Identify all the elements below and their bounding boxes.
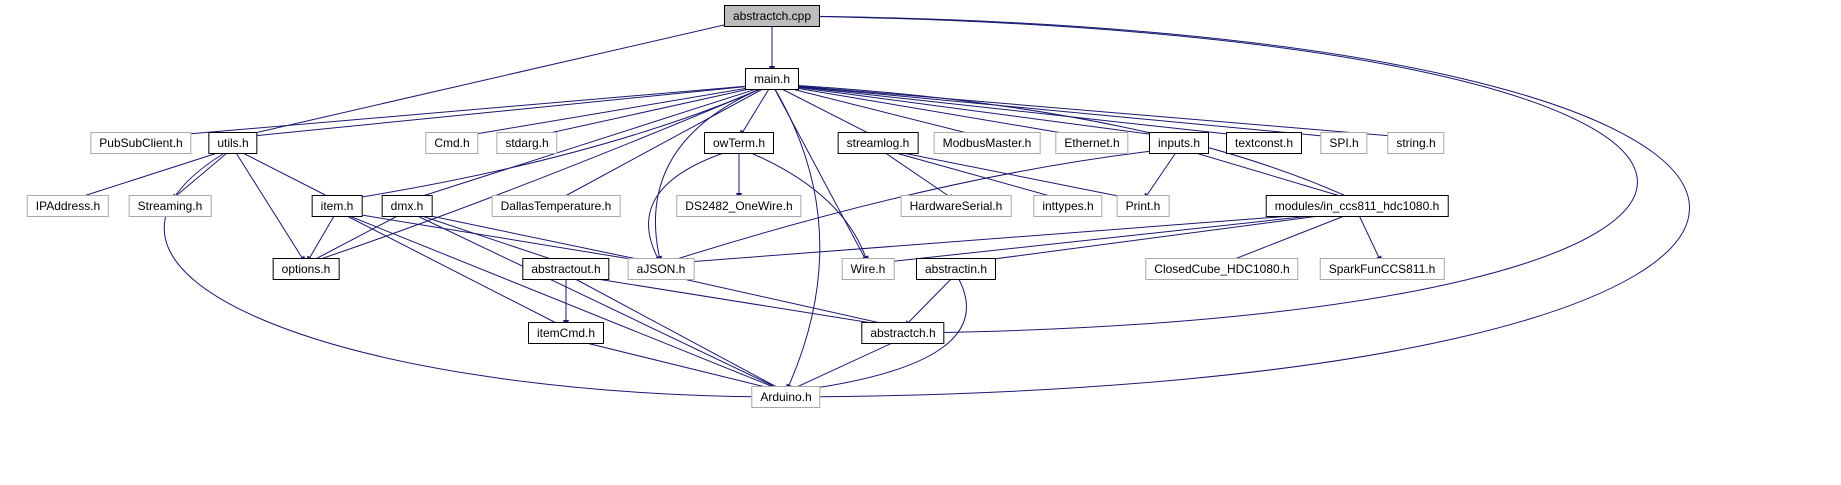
edge-main_h-to-string_h xyxy=(771,83,1417,141)
graph-node-owterm_h[interactable]: owTerm.h xyxy=(703,132,775,154)
graph-node-abstractout_h[interactable]: abstractout.h xyxy=(522,258,610,280)
edge-dmx_h-to-arduino_h xyxy=(406,210,787,393)
graph-node-pubsubclient_h: PubSubClient.h xyxy=(90,132,192,154)
edge-modules_in_ccs811_hdc1080_h-to-wire_h xyxy=(867,210,1358,267)
edge-owterm_h-to-ajson_h xyxy=(648,147,740,265)
graph-node-textconst_h[interactable]: textconst.h xyxy=(1225,132,1303,154)
graph-node-inputs_h[interactable]: inputs.h xyxy=(1148,132,1210,154)
graph-node-abstractch_cpp: abstractch.cpp xyxy=(723,5,821,27)
edge-main_h-to-ajson_h xyxy=(654,83,773,265)
edge-owterm_h-to-wire_h xyxy=(738,147,869,265)
graph-node-hardwareserial_h: HardwareSerial.h xyxy=(900,195,1012,217)
graph-node-utils_h[interactable]: utils.h xyxy=(208,132,258,154)
edge-main_h-to-utils_h xyxy=(232,83,773,141)
edge-dmx_h-to-options_h xyxy=(305,210,408,265)
edge-main_h-to-stdarg_h xyxy=(526,83,773,140)
edge-utils_h-to-streaming_h xyxy=(169,147,234,202)
edge-dmx_h-to-ajson_h xyxy=(406,210,662,266)
edge-itemcmd_h-to-arduino_h xyxy=(565,337,787,394)
edge-abstractch_cpp-to-abstractch_h xyxy=(780,15,1638,336)
graph-node-options_h[interactable]: options.h xyxy=(272,258,340,280)
graph-node-closedcube_hdc1080_h: ClosedCube_HDC1080.h xyxy=(1145,258,1299,280)
edge-item_h-to-itemcmd_h xyxy=(336,210,567,329)
edge-main_h-to-options_h xyxy=(305,83,773,265)
edge-main_h-to-dallastemperature_h xyxy=(555,83,773,202)
edge-main_h-to-streamlog_h xyxy=(771,83,879,139)
graph-node-abstractch_h[interactable]: abstractch.h xyxy=(861,322,945,344)
graph-node-item_h[interactable]: item.h xyxy=(311,195,363,217)
edge-abstractch_cpp-to-arduino_h xyxy=(780,15,1690,400)
edge-main_h-to-dmx_h xyxy=(406,83,773,202)
graph-node-wire_h: Wire.h xyxy=(841,258,895,280)
graph-node-sparkfunccs811_h: SparkFunCCS811.h xyxy=(1319,258,1445,280)
graph-node-modbusmaster_h: ModbusMaster.h xyxy=(933,132,1041,154)
graph-node-ds2482_onewire_h: DS2482_OneWire.h xyxy=(676,195,802,217)
edge-main_h-to-pubsubclient_h xyxy=(140,83,773,141)
graph-node-spi_h: SPI.h xyxy=(1320,132,1368,154)
edge-main_h-to-textconst_h xyxy=(771,83,1265,141)
edge-abstractin_h-to-arduino_h xyxy=(785,273,967,395)
graph-node-modules_in_ccs811_hdc1080_h[interactable]: modules/in_ccs811_hdc1080.h xyxy=(1265,195,1449,217)
edge-abstractch_h-to-arduino_h xyxy=(785,337,904,393)
graph-node-main_h[interactable]: main.h xyxy=(744,68,800,90)
graph-node-streamlog_h[interactable]: streamlog.h xyxy=(837,132,919,154)
edge-item_h-to-arduino_h xyxy=(336,210,787,393)
edge-modules_in_ccs811_hdc1080_h-to-closedcube_hdc1080_h xyxy=(1221,210,1358,265)
edge-main_h-to-arduino_h xyxy=(771,83,821,393)
edge-main_h-to-inputs_h xyxy=(771,83,1180,140)
edge-dmx_h-to-abstractout_h xyxy=(406,210,567,265)
edge-abstractch_h-to-ajson_h xyxy=(660,272,904,329)
graph-node-inttypes_h: inttypes.h xyxy=(1033,195,1103,217)
edge-inputs_h-to-ajson_h xyxy=(660,147,1180,265)
graph-node-stdarg_h: stdarg.h xyxy=(496,132,558,154)
graph-node-ethernet_h: Ethernet.h xyxy=(1055,132,1129,154)
edge-abstractch_cpp-to-utils_h xyxy=(232,15,764,140)
graph-node-abstractin_h[interactable]: abstractin.h xyxy=(915,258,997,280)
edge-main_h-to-modbusmaster_h xyxy=(771,83,988,139)
edge-item_h-to-ajson_h xyxy=(336,210,662,266)
edge-item_h-to-options_h xyxy=(305,210,338,265)
graph-node-cmd_h: Cmd.h xyxy=(425,132,479,154)
graph-node-itemcmd_h[interactable]: itemCmd.h xyxy=(527,322,605,344)
edge-modules_in_ccs811_hdc1080_h-to-ajson_h xyxy=(660,210,1358,267)
edge-inputs_h-to-modules_in_ccs811_hdc1080_h xyxy=(1178,147,1358,202)
edge-main_h-to-spi_h xyxy=(771,83,1345,141)
edge-main_h-to-ethernet_h xyxy=(771,83,1093,140)
edge-utils_h-to-ipaddress_h xyxy=(67,147,234,202)
graph-node-ajson_h: aJSON.h xyxy=(627,258,695,280)
edge-streamlog_h-to-inttypes_h xyxy=(877,147,1069,202)
graph-node-string_h: string.h xyxy=(1387,132,1445,154)
edge-modules_in_ccs811_hdc1080_h-to-abstractin_h xyxy=(955,210,1358,266)
graph-node-dallastemperature_h: DallasTemperature.h xyxy=(491,195,621,217)
edge-abstractin_h-to-abstractch_h xyxy=(902,273,957,329)
edge-main_h-to-cmd_h xyxy=(451,83,773,140)
edge-streamlog_h-to-print_h xyxy=(877,147,1144,203)
edge-streamlog_h-to-hardwareserial_h xyxy=(877,147,957,202)
graph-node-ipaddress_h: IPAddress.h xyxy=(26,195,110,217)
edge-modules_in_ccs811_hdc1080_h-to-sparkfunccs811_h xyxy=(1356,210,1383,265)
edge-abstractout_h-to-abstractch_h xyxy=(565,273,904,330)
edge-utils_h-to-options_h xyxy=(232,147,307,265)
edge-abstractout_h-to-arduino_h xyxy=(565,273,787,393)
edge-main_h-to-modules_in_ccs811_hdc1080_h xyxy=(771,83,1358,202)
edge-main_h-to-owterm_h xyxy=(738,83,773,139)
graph-node-arduino_h: Arduino.h xyxy=(751,386,821,408)
graph-node-streaming_h: Streaming.h xyxy=(128,195,212,217)
graph-node-dmx_h[interactable]: dmx.h xyxy=(381,195,433,217)
edge-utils_h-to-item_h xyxy=(232,147,338,202)
edge-inputs_h-to-print_h xyxy=(1142,147,1180,202)
graph-node-print_h: Print.h xyxy=(1116,195,1170,217)
